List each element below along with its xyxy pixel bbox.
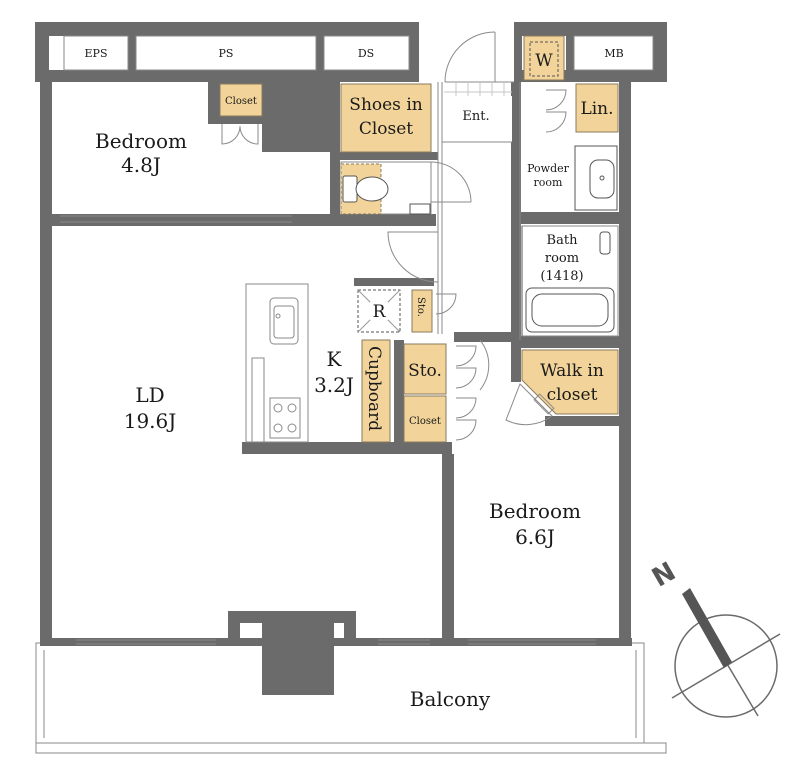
bath-line2: room [545, 251, 579, 266]
entrance-door [444, 31, 514, 83]
shoes-closet [340, 83, 432, 153]
bedroom1-closet [219, 83, 263, 117]
refrigerator-label: R [373, 302, 387, 322]
bedroom1-window [60, 215, 292, 223]
small-storage-door [435, 293, 457, 315]
powder-room-line1: Powder [527, 162, 570, 175]
bedroom1-closet-label: Closet [225, 96, 257, 107]
compass-north-label: N [647, 557, 681, 594]
ld-door [387, 231, 439, 283]
storage-doors [455, 339, 490, 441]
north-icon: N [647, 557, 681, 594]
ld-name: LD [135, 383, 164, 407]
washer-label: W [535, 51, 553, 71]
small-storage [411, 289, 433, 333]
entrance-floor [444, 96, 512, 142]
linen-doors [545, 89, 567, 133]
bedroom2-name: Bedroom [489, 499, 581, 523]
compass: N [647, 557, 781, 718]
bath-line1: Bath [547, 233, 579, 248]
toilet-room [340, 161, 472, 215]
kitchen-counter [245, 283, 309, 443]
bathtub [521, 226, 615, 336]
refrigerator-label-bg [370, 302, 388, 320]
bedroom2-size: 6.6J [515, 525, 555, 549]
shoes-closet-line1: Shoes in [349, 95, 422, 115]
walkin-closet [521, 349, 619, 415]
bottom-windows [76, 639, 596, 645]
ld-size: 19.6J [124, 409, 177, 433]
service-boxes [63, 35, 654, 71]
mb-label: MB [604, 47, 623, 60]
washer-box [523, 35, 565, 81]
eps-label: EPS [85, 47, 108, 60]
cupboard-label: Cupboard [364, 346, 384, 431]
balcony-label: Balcony [410, 687, 491, 711]
bedroom1-size: 4.8J [121, 153, 161, 177]
kitchen-name: K [327, 347, 343, 371]
powder-sink [574, 145, 618, 211]
storage-label: Sto. [408, 361, 442, 381]
walkin-door [505, 383, 555, 426]
linen-label: Lin. [580, 99, 613, 119]
walkin-line1: Walk in [540, 361, 604, 381]
bathroom [521, 225, 619, 337]
bedroom1-name: Bedroom [95, 129, 187, 153]
closet2 [403, 395, 447, 443]
cupboard [361, 339, 391, 443]
kitchen-size: 3.2J [314, 373, 354, 397]
washer-inner [529, 41, 559, 77]
entrance-label: Ent. [462, 109, 489, 124]
hallway-lines [437, 82, 521, 340]
walkin-line2: closet [547, 385, 598, 405]
closet2-label: Closet [409, 416, 441, 427]
bedroom1-closet-door [221, 124, 259, 145]
powder-room-line2: room [534, 176, 564, 189]
shoes-closet-line2: Closet [359, 119, 413, 139]
storage [403, 343, 447, 395]
small-storage-label: Sto. [415, 297, 426, 317]
ps-label: PS [219, 47, 234, 60]
ds-label: DS [358, 47, 374, 60]
linen-closet [575, 83, 619, 133]
balcony-area [35, 642, 667, 754]
bath-line3: (1418) [540, 269, 583, 284]
